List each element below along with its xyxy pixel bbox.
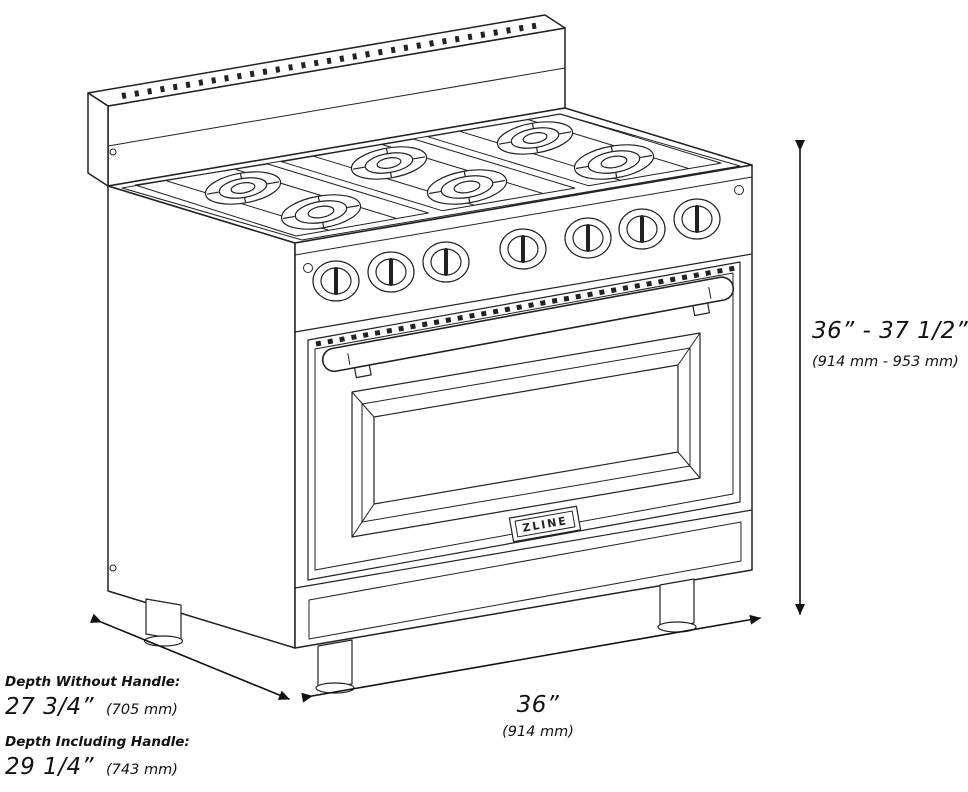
depth-including-handle-value: 29 1/4” (743 mm)	[5, 754, 178, 780]
depth-arrow	[89, 613, 290, 700]
control-knob	[367, 251, 415, 293]
depth-including-handle-imperial: 29 1/4”	[5, 754, 95, 780]
depth-without-handle-value: 27 3/4” (705 mm)	[5, 694, 178, 720]
control-knob	[564, 217, 612, 259]
burner	[573, 144, 655, 180]
control-knob	[499, 228, 547, 270]
depth-without-handle-label: Depth Without Handle:	[5, 674, 181, 690]
control-knob	[422, 241, 470, 283]
panel-bolt	[734, 185, 744, 195]
depth-without-handle-metric: (705 mm)	[106, 702, 178, 718]
depth-including-handle-label: Depth Including Handle:	[5, 734, 190, 750]
depth-without-handle-imperial: 27 3/4”	[5, 694, 95, 720]
leg	[315, 639, 355, 694]
leg	[657, 578, 697, 633]
oven-door: ZLINE	[307, 261, 741, 581]
door-handle	[321, 276, 735, 379]
burner	[280, 194, 362, 230]
burner	[426, 169, 508, 205]
brand-badge: ZLINE	[508, 505, 582, 543]
dimension-arrows	[89, 140, 805, 703]
burners	[204, 121, 655, 230]
burner	[204, 171, 282, 205]
backguard	[87, 14, 566, 187]
depth-including-handle-metric: (743 mm)	[106, 762, 178, 778]
burner	[496, 121, 574, 155]
control-knob	[312, 260, 360, 302]
control-knobs	[303, 185, 744, 302]
control-knob	[673, 198, 721, 240]
control-knob	[618, 208, 666, 250]
panel-bolt	[303, 263, 313, 273]
height-dimension-imperial: 36” - 37 1/2”	[812, 318, 968, 344]
height-dimension-metric: (914 mm - 953 mm)	[812, 354, 959, 370]
burner	[350, 146, 428, 180]
leg	[143, 598, 184, 647]
width-dimension-imperial: 36”	[516, 692, 560, 718]
width-dimension-metric: (914 mm)	[502, 724, 574, 740]
oven-window	[351, 332, 701, 538]
vent-slots	[121, 22, 541, 99]
width-arrow	[301, 614, 761, 703]
